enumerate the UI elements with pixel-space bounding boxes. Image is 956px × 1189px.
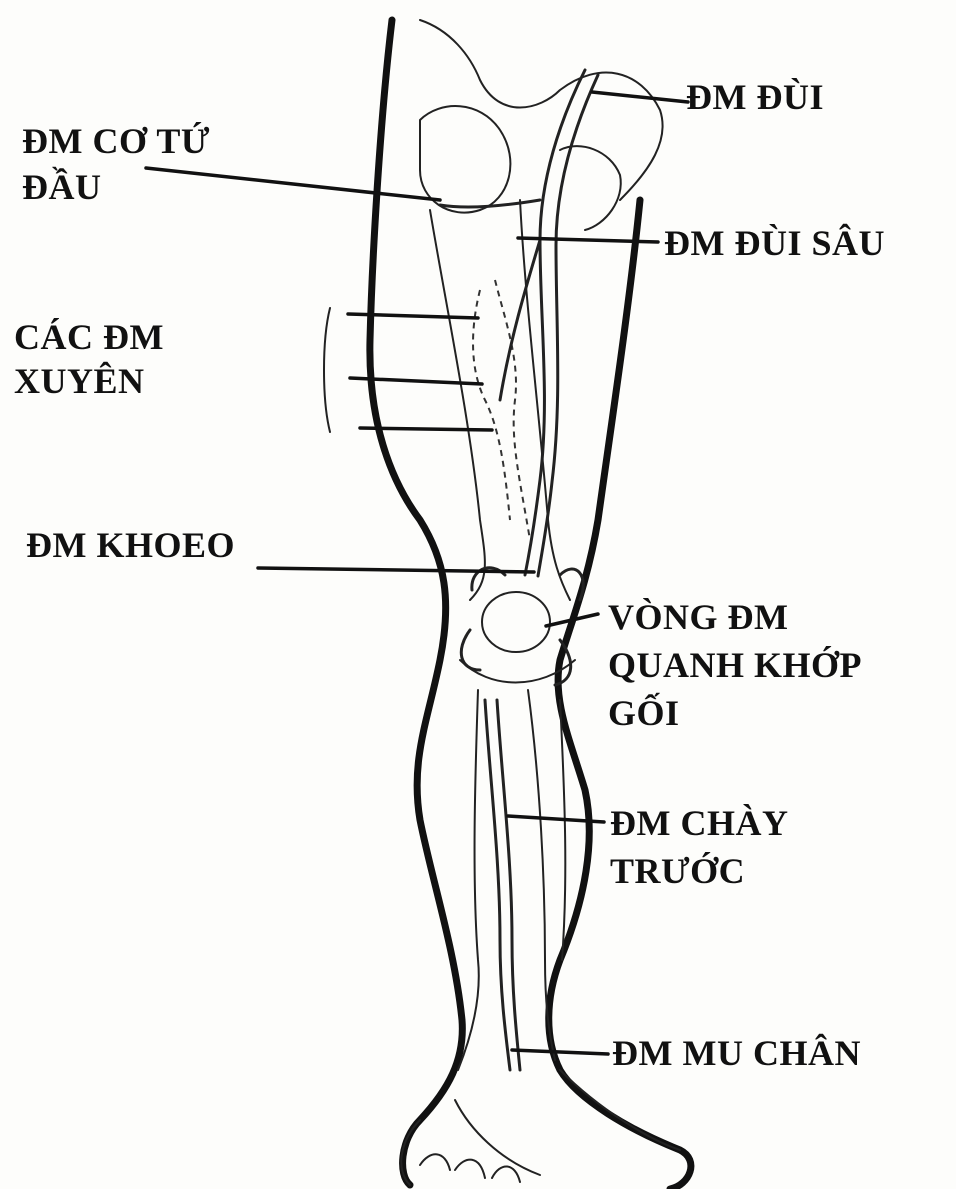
label-dm-mu-chan: ĐM MU CHÂN [612,1030,861,1076]
label-dm-co-tu-dau-line2: ĐẦU [22,164,102,210]
leader-dm-dui [592,92,688,102]
label-cac-dm-xuyen-line2: XUYÊN [14,358,145,404]
label-vong-dm-line2: QUANH KHỚP [608,642,862,688]
femur-left-edge [430,210,485,600]
label-vong-dm-line3: GỐI [608,690,680,736]
muscle-dash-2 [495,280,530,540]
quadriceps-artery [440,200,540,207]
anterior-tibial-artery-b [497,700,520,1070]
label-cac-dm-xuyen-line1: CÁC ĐM [14,314,164,360]
label-dm-dui-sau: ĐM ĐÙI SÂU [664,220,885,266]
femoral-head [420,106,510,213]
leader-dm-co-tu-dau [146,168,440,200]
muscle-dash-1 [473,290,510,520]
patella [482,592,550,652]
label-dm-chay-truoc-line2: TRƯỚC [610,848,745,894]
hip-outline [420,20,663,200]
leader-dm-mu-chan [512,1050,608,1054]
leader-xuyen-3 [360,428,492,430]
anterior-tibial-artery [485,700,510,1070]
label-dm-khoeo: ĐM KHOEO [26,522,235,568]
label-dm-chay-truoc-line1: ĐM CHÀY [610,800,788,846]
label-vong-dm-line1: VÒNG ĐM [608,594,788,640]
label-dm-co-tu-dau-line1: ĐM CƠ TỨ [22,118,210,164]
bracket-xuyen [324,308,330,432]
fibula [560,700,565,960]
label-dm-dui: ĐM ĐÙI [686,74,824,120]
toes [420,1154,520,1182]
